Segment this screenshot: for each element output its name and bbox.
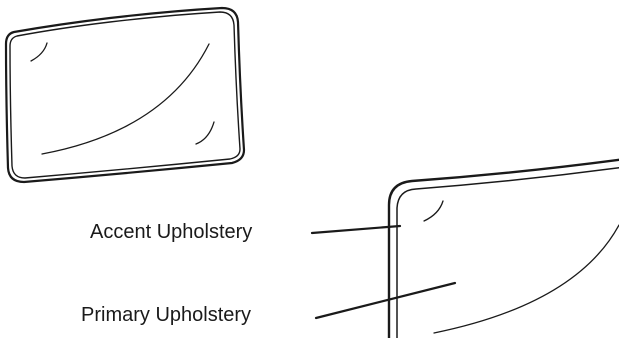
small-cushion-inner-outline [9,11,241,179]
large-cushion-swatch [387,158,619,338]
small-cushion-crease-top [30,42,48,62]
large-cushion-crease-diagonal [433,224,619,334]
primary-leader-line [314,281,457,320]
small-cushion-outer-outline [4,6,246,184]
primary-upholstery-label: Primary Upholstery [81,304,252,326]
accent-leader-line [310,224,402,235]
large-cushion-outer-outline [387,158,619,338]
large-cushion-crease-top [423,200,444,222]
small-cushion-swatch [4,6,246,184]
small-cushion-crease-diagonal [41,43,210,155]
accent-upholstery-label: Accent Upholstery [90,221,253,243]
large-cushion-inner-outline [396,167,619,338]
small-cushion-crease-bottom [195,121,215,145]
